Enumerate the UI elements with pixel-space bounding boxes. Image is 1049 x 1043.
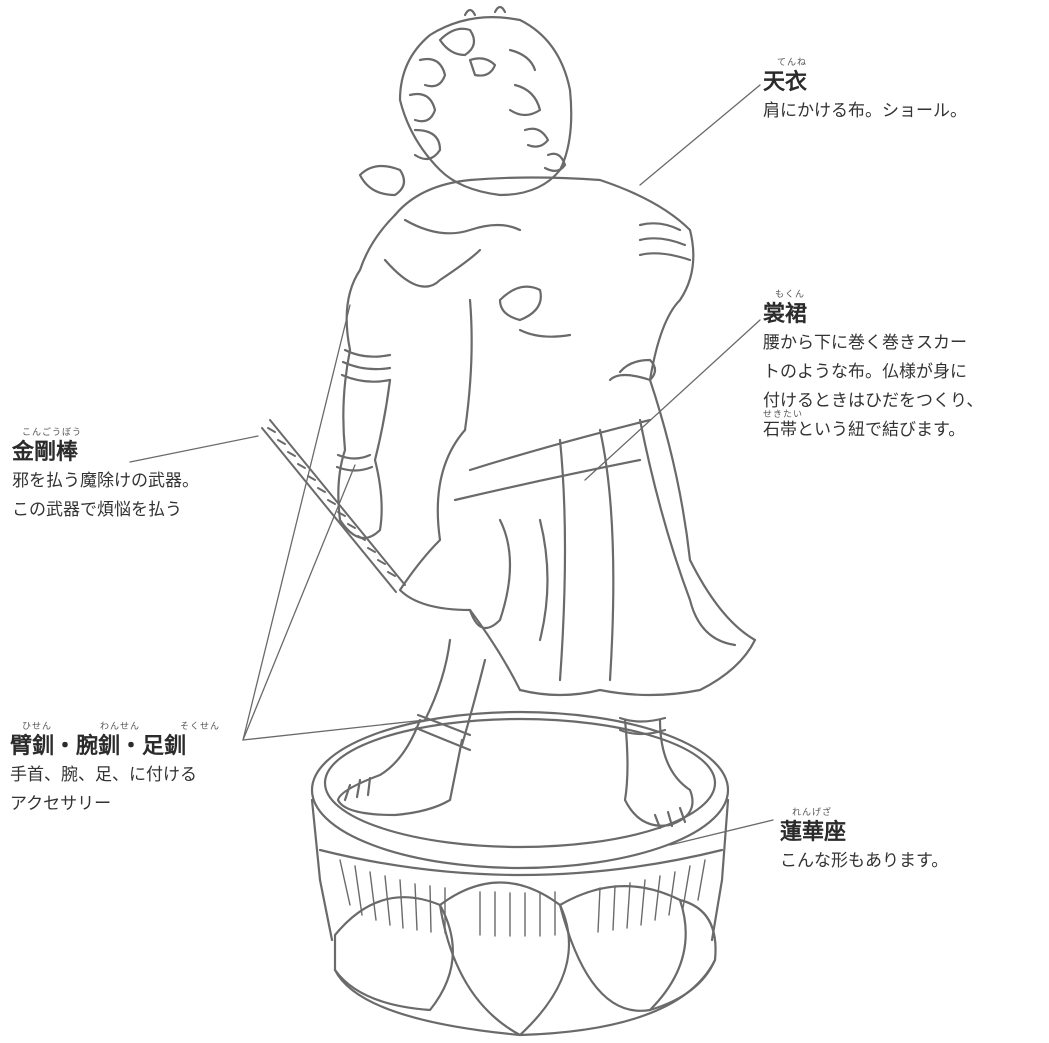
label-rengeza: れんげざ 蓮華座 こんな形もあります。 xyxy=(780,808,948,876)
tenne-desc: 肩にかける布。ショール。 xyxy=(763,101,967,121)
label-sen: ひせん わんせん そくせん 臂釧・腕釧・足釧 手首、腕、足、に付ける アクセサリ… xyxy=(10,722,250,819)
label-tenne: てんね 天衣 肩にかける布。ショール。 xyxy=(763,58,967,126)
kongobo-desc-2: この武器で煩悩を払う xyxy=(12,500,182,520)
sen-ruby-3: そくせん xyxy=(180,722,221,732)
head xyxy=(358,5,573,197)
mokun-desc-2: トのような布。仏様が身に xyxy=(763,362,967,382)
sen-desc-2: アクセサリー xyxy=(10,794,112,814)
leader-tenne xyxy=(639,84,761,186)
sen-ruby-1: ひせん xyxy=(22,722,53,732)
mokun-desc-1: 腰から下に巻く巻きスカー xyxy=(763,333,967,353)
sen-title: 臂釧・腕釧・足釧 xyxy=(10,734,187,759)
left-arm xyxy=(335,348,392,540)
rengeza-desc: こんな形もあります。 xyxy=(780,851,949,871)
tenne-title: 天衣 xyxy=(763,70,808,95)
leader-mokun xyxy=(584,319,761,481)
label-kongobo: こんごうぼう 金剛棒 邪を払う魔除けの武器。 この武器で煩悩を払う xyxy=(12,428,199,525)
sen-desc-1: 手首、腕、足、に付ける xyxy=(10,765,197,785)
torso xyxy=(345,176,695,432)
leader-rengeza xyxy=(669,819,774,846)
leader-kongobo xyxy=(129,435,259,463)
skirt xyxy=(398,358,757,697)
mokun-desc-3: 付けるときはひだをつくり、 xyxy=(763,391,984,411)
tenne-ruby: てんね xyxy=(777,58,808,68)
lotus-pedestal xyxy=(310,710,730,1037)
leader-sen-3 xyxy=(242,719,426,741)
rengeza-ruby: れんげざ xyxy=(792,808,833,818)
kongobo-desc-1: 邪を払う魔除けの武器。 xyxy=(12,471,199,491)
mokun-title: 裳裙 xyxy=(763,302,808,327)
mokun-desc-4-row: せきたい 石帯という紐で結びます。 xyxy=(763,410,983,445)
label-mokun: もくん 裳裙 腰から下に巻く巻きスカー トのような布。仏様が身に 付けるときはひ… xyxy=(763,290,983,445)
sen-ruby-2: わんせん xyxy=(100,722,141,732)
mokun-desc-4: 石帯という紐で結びます。 xyxy=(763,420,966,440)
leader-lines xyxy=(129,84,774,846)
rengeza-title: 蓮華座 xyxy=(780,820,847,845)
anklets xyxy=(414,713,667,752)
kongobo-title: 金剛棒 xyxy=(12,440,79,465)
sekitai-ruby: せきたい xyxy=(763,410,804,420)
leader-sen-2 xyxy=(242,464,356,741)
vajra-staff xyxy=(261,419,406,593)
leader-sen-1 xyxy=(242,304,351,741)
kongobo-ruby: こんごうぼう xyxy=(22,428,83,438)
legs xyxy=(336,638,694,830)
sen-ruby-row: ひせん わんせん そくせん xyxy=(10,722,250,733)
mokun-ruby: もくん xyxy=(775,290,806,300)
